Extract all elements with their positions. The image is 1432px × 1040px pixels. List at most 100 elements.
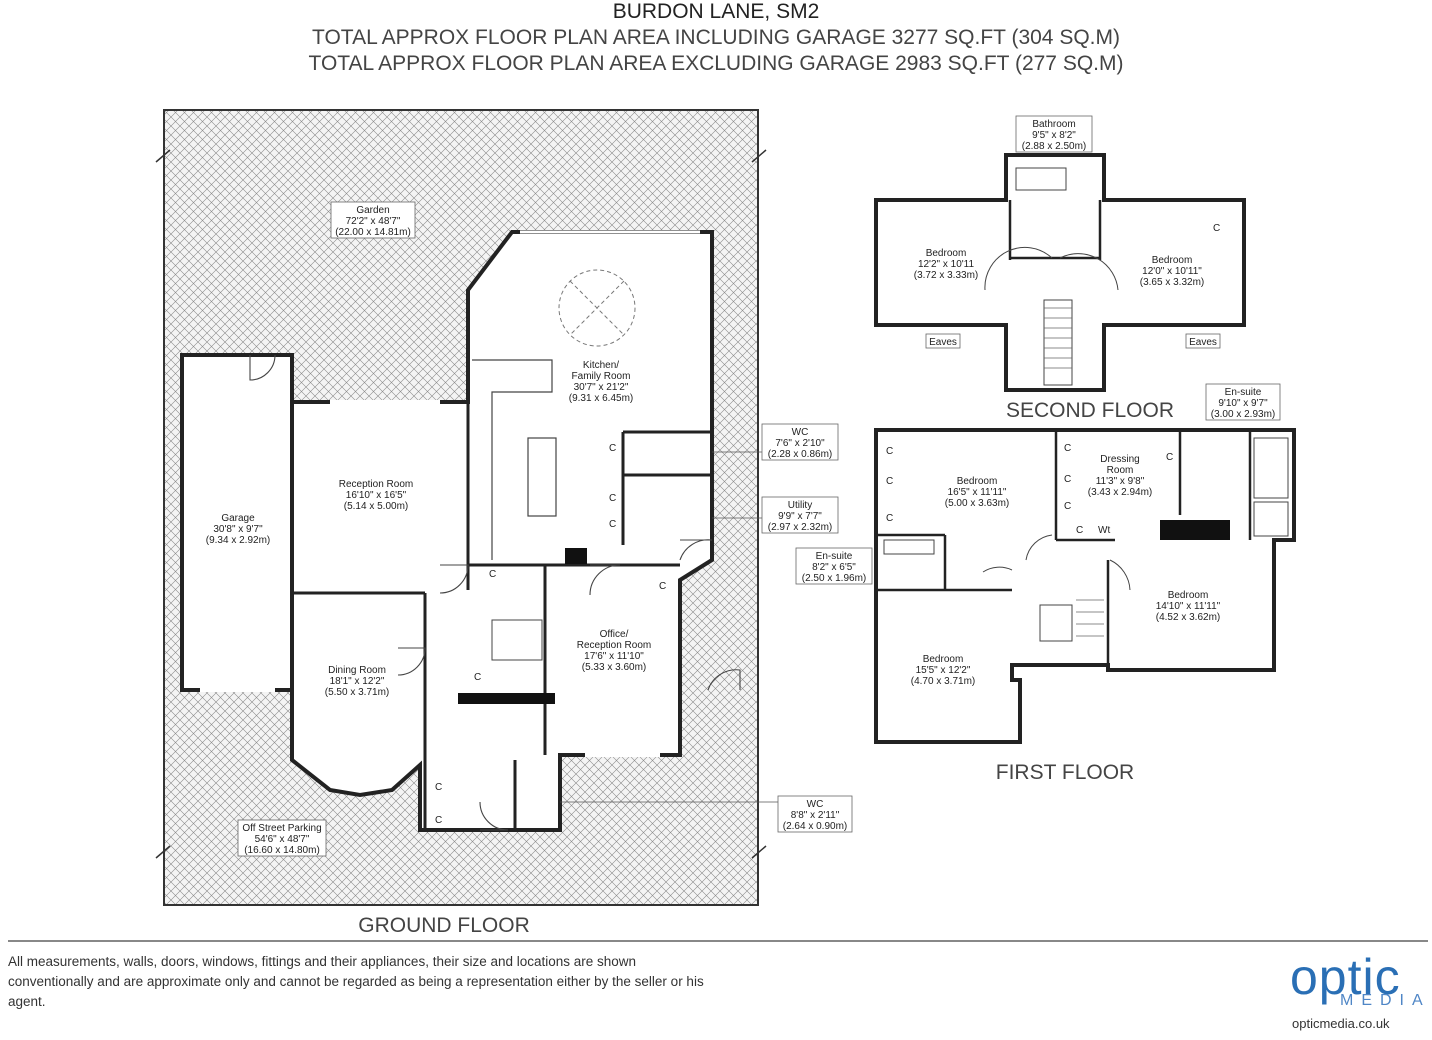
svg-text:Dressing: Dressing: [1100, 454, 1139, 465]
ensuite-1-label: En-suite 9'10" x 9'7" (3.00 x 2.93m): [1205, 383, 1281, 421]
cupboard-label: C: [1213, 223, 1220, 234]
footer-divider: [8, 940, 1428, 942]
cupboard-labels-first: C C C C C C C C Wt: [886, 443, 1173, 536]
cupboard-label: C: [1166, 452, 1173, 463]
off-street-parking-label: Off Street Parking 54'6" x 48'7" (16.60 …: [237, 819, 327, 857]
svg-text:(3.72 x 3.33m): (3.72 x 3.33m): [914, 270, 978, 281]
svg-text:9'10" x 9'7": 9'10" x 9'7": [1218, 398, 1268, 409]
svg-text:(3.00 x 2.93m): (3.00 x 2.93m): [1211, 409, 1275, 420]
svg-text:Family Room: Family Room: [572, 371, 631, 382]
svg-text:30'7" x 21'2": 30'7" x 21'2": [574, 382, 629, 393]
cupboard-label: C: [886, 476, 893, 487]
svg-text:17'6" x 11'10": 17'6" x 11'10": [584, 651, 644, 662]
disclaimer-text: All measurements, walls, doors, windows,…: [8, 954, 704, 1009]
first-floor-bedroom-1-label: Bedroom 16'5" x 11'11" (5.00 x 3.63m): [945, 476, 1009, 509]
logo-media: MEDIA: [1340, 992, 1431, 1009]
svg-text:(4.70 x 3.71m): (4.70 x 3.71m): [911, 676, 975, 687]
wc-ground-label: WC 7'6" x 2'10" (2.28 x 0.86m): [761, 423, 839, 461]
svg-text:Bedroom: Bedroom: [926, 248, 967, 259]
area-including-garage: TOTAL APPROX FLOOR PLAN AREA INCLUDING G…: [312, 26, 1120, 49]
svg-text:7'6" x 2'10": 7'6" x 2'10": [775, 438, 825, 449]
svg-text:Bedroom: Bedroom: [923, 654, 964, 665]
svg-text:54'6" x 48'7": 54'6" x 48'7": [255, 834, 310, 845]
svg-text:En-suite: En-suite: [1225, 387, 1262, 398]
svg-text:(5.33 x 3.60m): (5.33 x 3.60m): [582, 662, 646, 673]
svg-text:Garage: Garage: [221, 513, 255, 524]
svg-text:(9.34 x 2.92m): (9.34 x 2.92m): [206, 535, 270, 546]
svg-text:18'1" x 12'2": 18'1" x 12'2": [330, 676, 385, 687]
first-floor-title: FIRST FLOOR: [996, 761, 1134, 784]
cupboard-label: C: [1076, 525, 1083, 536]
svg-text:(2.88 x 2.50m): (2.88 x 2.50m): [1022, 141, 1086, 152]
svg-text:30'8" x 9'7": 30'8" x 9'7": [213, 524, 263, 535]
svg-text:WC: WC: [792, 427, 809, 438]
eaves-label-right: Eaves: [1185, 333, 1221, 349]
svg-text:Room: Room: [1107, 465, 1134, 476]
cupboard-labels: C C C C C C C C: [435, 443, 666, 826]
second-floor-bedroom-1-label: Bedroom 12'2" x 10'11 (3.72 x 3.33m): [914, 248, 978, 281]
eaves-label-left: Eaves: [925, 333, 961, 349]
ground-floor-title: GROUND FLOOR: [358, 914, 530, 937]
cupboard-label: C: [659, 581, 666, 592]
area-excluding-garage: TOTAL APPROX FLOOR PLAN AREA EXCLUDING G…: [308, 52, 1124, 75]
svg-text:(22.00 x 14.81m): (22.00 x 14.81m): [335, 227, 411, 238]
cupboard-label: C: [1064, 474, 1071, 485]
svg-text:Dining Room: Dining Room: [328, 665, 386, 676]
cupboard-label: C: [489, 569, 496, 580]
bathroom-label: Bathroom 9'5" x 8'2" (2.88 x 2.50m): [1015, 115, 1093, 153]
svg-text:8'2" x 6'5": 8'2" x 6'5": [812, 562, 856, 573]
svg-text:(5.14 x 5.00m): (5.14 x 5.00m): [344, 501, 408, 512]
svg-text:Bedroom: Bedroom: [1152, 255, 1193, 266]
cupboard-label: C: [435, 815, 442, 826]
svg-text:72'2" x 48'7": 72'2" x 48'7": [346, 216, 401, 227]
dressing-room-label: Dressing Room 11'3" x 9'8" (3.43 x 2.94m…: [1088, 454, 1152, 498]
second-floor: C Bathroom 9'5" x 8'2" (2.88 x 2.50m) Be…: [874, 115, 1246, 422]
svg-text:Bathroom: Bathroom: [1032, 119, 1075, 130]
plan-address: BURDON LANE, SM2: [612, 0, 820, 23]
ensuite-2-label: En-suite 8'2" x 6'5" (2.50 x 1.96m): [795, 547, 873, 585]
dining-room-label: Dining Room 18'1" x 12'2" (5.50 x 3.71m): [325, 665, 389, 698]
garage-label: Garage 30'8" x 9'7" (9.34 x 2.92m): [206, 513, 270, 546]
svg-text:Off Street Parking: Off Street Parking: [242, 823, 321, 834]
svg-text:(5.00 x 3.63m): (5.00 x 3.63m): [945, 498, 1009, 509]
first-floor-bedroom-2-label: Bedroom 14'10" x 11'11" (4.52 x 3.62m): [1156, 590, 1221, 623]
house-footprint: [290, 230, 714, 832]
svg-text:WC: WC: [807, 799, 824, 810]
svg-text:9'9" x 7'7": 9'9" x 7'7": [778, 511, 822, 522]
svg-text:Office/: Office/: [600, 629, 629, 640]
svg-text:En-suite: En-suite: [816, 551, 853, 562]
svg-text:Bedroom: Bedroom: [957, 476, 998, 487]
svg-text:(2.28 x 0.86m): (2.28 x 0.86m): [768, 449, 832, 460]
cupboard-label: C: [1064, 443, 1071, 454]
svg-text:(3.43 x 2.94m): (3.43 x 2.94m): [1088, 487, 1152, 498]
svg-text:15'5" x 12'2": 15'5" x 12'2": [916, 665, 971, 676]
wc-ground-2-label: WC 8'8" x 2'11" (2.64 x 0.90m): [777, 795, 853, 833]
cupboard-label: C: [609, 519, 616, 530]
svg-text:(9.31 x 6.45m): (9.31 x 6.45m): [569, 393, 633, 404]
svg-text:14'10" x 11'11": 14'10" x 11'11": [1156, 601, 1221, 612]
svg-text:Reception Room: Reception Room: [339, 479, 413, 490]
svg-text:Eaves: Eaves: [929, 337, 957, 348]
svg-text:(2.64 x 0.90m): (2.64 x 0.90m): [783, 821, 847, 832]
kitchen-family-room-label: Kitchen/ Family Room 30'7" x 21'2" (9.31…: [569, 360, 633, 404]
ground-floor: C C C C C C C C Garden 72'2" x 48'7" (22…: [155, 109, 853, 937]
office-reception-room-label: Office/ Reception Room 17'6" x 11'10" (5…: [577, 629, 651, 673]
svg-text:9'5" x 8'2": 9'5" x 8'2": [1032, 130, 1076, 141]
svg-text:(2.50 x 1.96m): (2.50 x 1.96m): [802, 573, 866, 584]
floor-plan-drawing: C C C C C C C C Garden 72'2" x 48'7" (22…: [155, 109, 1296, 937]
svg-text:16'10" x 16'5": 16'10" x 16'5": [346, 490, 407, 501]
svg-text:Bedroom: Bedroom: [1168, 590, 1209, 601]
first-floor-outline: [874, 428, 1296, 744]
website-link[interactable]: opticmedia.co.uk: [1292, 1016, 1390, 1031]
cupboard-label: C: [1064, 501, 1071, 512]
svg-text:(16.60 x 14.80m): (16.60 x 14.80m): [244, 845, 320, 856]
cupboard-label: C: [886, 446, 893, 457]
garden-label: Garden 72'2" x 48'7" (22.00 x 14.81m): [330, 201, 416, 239]
svg-text:8'8" x 2'11": 8'8" x 2'11": [791, 810, 840, 821]
reception-room-label: Reception Room 16'10" x 16'5" (5.14 x 5.…: [339, 479, 413, 512]
svg-text:(4.52 x 3.62m): (4.52 x 3.62m): [1156, 612, 1220, 623]
cupboard-label: C: [609, 443, 616, 454]
svg-text:11'3" x 9'8": 11'3" x 9'8": [1096, 476, 1145, 487]
svg-text:Utility: Utility: [788, 500, 812, 511]
first-floor: C C C C C C C C Wt En-suite 9'10" x 9'7"…: [795, 383, 1296, 784]
